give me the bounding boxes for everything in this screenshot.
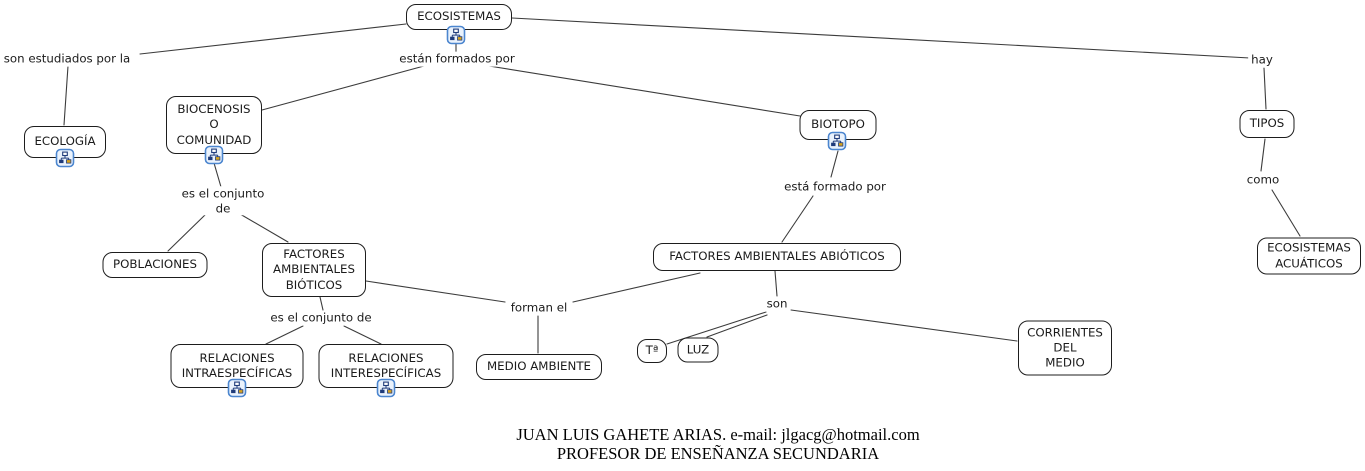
linking-phrase-es-conjunto-2: es el conjunto de <box>267 310 375 326</box>
concept-tipos[interactable]: TIPOS <box>1239 110 1295 138</box>
concept-medio-ambiente[interactable]: MEDIO AMBIENTE <box>476 354 602 380</box>
linking-phrase-estan-formados: están formados por <box>396 51 518 67</box>
concept-ecosistemas[interactable]: ECOSISTEMAS <box>406 4 512 30</box>
concept-corrientes-del-medio[interactable]: CORRIENTES DEL MEDIO <box>1018 320 1112 376</box>
linking-phrase-forman-el: forman el <box>507 300 571 316</box>
concept-factores-bioticos[interactable]: FACTORES AMBIENTALES BIÓTICOS <box>262 243 366 297</box>
linking-phrase-como: como <box>1243 172 1283 188</box>
connector-line <box>790 309 1018 342</box>
connector-line <box>572 272 701 303</box>
linking-phrase-esta-formado: está formado por <box>781 179 889 195</box>
concept-temperatura[interactable]: Tª <box>637 339 667 363</box>
connector-line <box>511 17 1251 59</box>
linking-phrase-hay: hay <box>1248 52 1276 68</box>
linking-phrase-son-estudiados: son estudiados por la <box>0 51 134 67</box>
connector-line <box>1263 67 1267 110</box>
concept-ecosistemas-acuaticos[interactable]: ECOSISTEMAS ACUÁTICOS <box>1257 237 1361 275</box>
resource-icon-biocenosis[interactable] <box>204 145 224 165</box>
footer: JUAN LUIS GAHETE ARIAS. e-mail: jlgacg@h… <box>516 425 919 463</box>
connector-line <box>781 195 814 243</box>
footer-title-line: PROFESOR DE ENSEÑANZA SECUNDARIA <box>556 444 880 463</box>
linking-phrase-es-conjunto-1: es el conjunto de <box>178 186 268 216</box>
connector-line <box>139 23 407 55</box>
connector-line <box>365 280 506 303</box>
concept-luz[interactable]: LUZ <box>677 337 719 363</box>
connector-line <box>1260 138 1266 172</box>
connector-line <box>706 314 768 338</box>
resource-icon-ecosistemas[interactable] <box>446 25 466 45</box>
linking-phrase-son: son <box>763 296 791 312</box>
connector-line <box>1271 189 1301 237</box>
concept-poblaciones[interactable]: POBLACIONES <box>102 252 208 278</box>
connector-line <box>774 270 778 297</box>
resource-icon-relaciones-interespecificas[interactable] <box>376 378 396 398</box>
connector-line <box>319 296 324 311</box>
connector-line <box>343 325 382 345</box>
footer-author-line: JUAN LUIS GAHETE ARIAS. e-mail: jlgacg@h… <box>516 425 920 444</box>
connector-line <box>239 213 289 243</box>
resource-icon-relaciones-intraespecificas[interactable] <box>227 378 247 398</box>
connector-line <box>488 65 801 117</box>
connector-line <box>167 213 207 252</box>
connector-line <box>261 65 425 111</box>
connector-line <box>213 162 222 188</box>
concept-factores-abioticos[interactable]: FACTORES AMBIENTALES ABIÓTICOS <box>653 243 901 271</box>
connector-line <box>265 325 304 345</box>
resource-icon-ecologia[interactable] <box>55 148 75 168</box>
connector-line <box>63 65 69 126</box>
connector-line <box>830 150 839 178</box>
resource-icon-biotopo[interactable] <box>827 131 847 151</box>
concept-biocenosis[interactable]: BIOCENOSIS O COMUNIDAD <box>166 96 262 154</box>
